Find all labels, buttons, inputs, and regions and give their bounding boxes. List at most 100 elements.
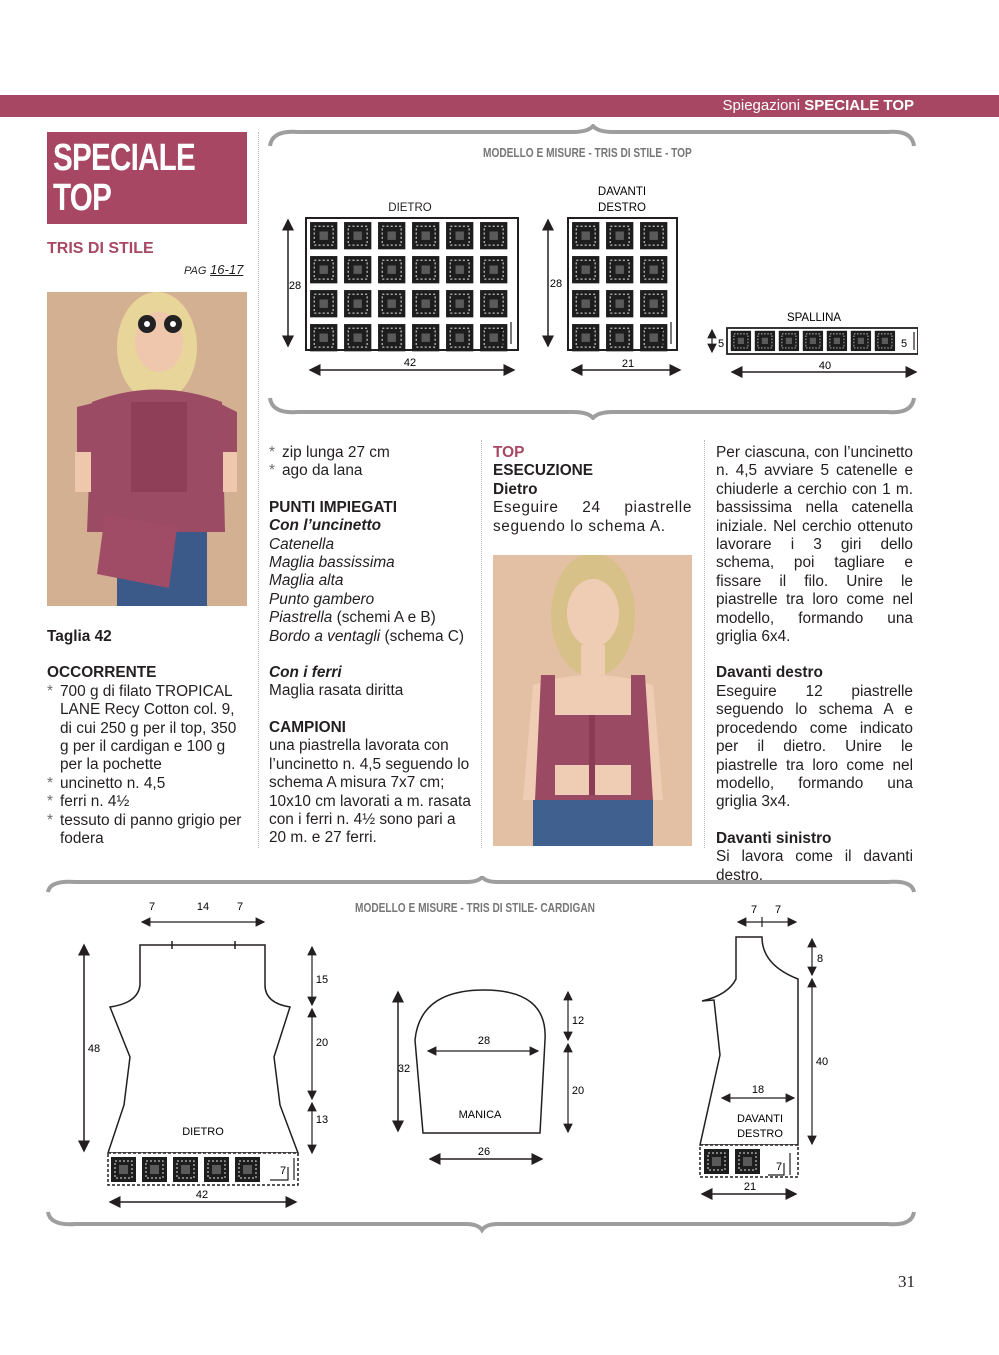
cdv-inner: 18 bbox=[752, 1084, 764, 1096]
crochet-tile bbox=[377, 289, 406, 318]
dietro-label: DIETRO bbox=[388, 202, 432, 214]
crochet-tile bbox=[110, 1156, 137, 1183]
col-materials: Taglia 42 OCCORRENTE 700 g di filato TRO… bbox=[47, 628, 249, 848]
column-divider bbox=[481, 440, 482, 848]
ferri-stitch: Maglia rasata diritta bbox=[269, 682, 404, 700]
davanti-sinistro-heading: Davanti sinistro bbox=[716, 829, 832, 847]
cd-h2: 20 bbox=[316, 1037, 328, 1049]
dietro-text: Eseguire 24 piastrelle seguendo lo schem… bbox=[493, 499, 692, 535]
crochet-tile bbox=[343, 323, 372, 352]
crochet-tile bbox=[730, 330, 752, 352]
crochet-tile bbox=[479, 221, 508, 250]
cd-h1: 15 bbox=[316, 974, 328, 986]
cdv-label-2: DESTRO bbox=[737, 1128, 783, 1140]
stitch-item: Maglia alta bbox=[269, 572, 344, 590]
cd-h-total: 48 bbox=[88, 1043, 100, 1055]
page-number: 31 bbox=[898, 1272, 915, 1291]
crochet-tile bbox=[377, 255, 406, 284]
dietro-width: 42 bbox=[404, 357, 416, 369]
col-instructions: Per ciascuna, con l’uncinetto n. 4,5 avv… bbox=[716, 444, 913, 885]
crochet-tile bbox=[639, 255, 668, 284]
cardigan-dietro-shape bbox=[106, 944, 300, 1154]
spallina-tiles bbox=[730, 330, 896, 352]
manica-label: MANICA bbox=[459, 1109, 502, 1121]
top-diagram-frame bbox=[268, 124, 916, 420]
crochet-tile bbox=[571, 289, 600, 318]
davanti-height: 28 bbox=[550, 278, 562, 290]
cdv-tile-size: 7 bbox=[776, 1161, 782, 1173]
crochet-tile bbox=[377, 221, 406, 250]
manica-top: 28 bbox=[478, 1035, 490, 1047]
crochet-tile bbox=[850, 330, 872, 352]
cdv-width: 21 bbox=[744, 1181, 756, 1193]
crochet-tile bbox=[411, 289, 440, 318]
crochet-tile bbox=[479, 255, 508, 284]
crochet-tile bbox=[639, 221, 668, 250]
cd-width: 42 bbox=[196, 1189, 208, 1201]
stitch-item: Maglia bassissima bbox=[269, 554, 395, 572]
cdv-h1: 8 bbox=[817, 953, 823, 965]
spallina-height: 5 bbox=[718, 338, 724, 350]
spallina-width: 40 bbox=[819, 360, 831, 372]
davanti-destro-heading: Davanti destro bbox=[716, 664, 823, 682]
photo-model-cardigan bbox=[47, 292, 247, 606]
crochet-tile bbox=[445, 323, 474, 352]
manica-h1: 12 bbox=[572, 1015, 584, 1027]
ferri-heading: Con i ferri bbox=[269, 664, 342, 682]
crochet-tile bbox=[605, 255, 634, 284]
material-item: uncinetto n. 4,5 bbox=[47, 775, 249, 794]
crochet-tile bbox=[411, 255, 440, 284]
crochet-tile bbox=[734, 1148, 761, 1175]
cardigan-davanti-shape bbox=[699, 936, 799, 1146]
crochet-tile bbox=[826, 330, 848, 352]
dietro-heading: Dietro bbox=[493, 480, 538, 498]
crochet-tile bbox=[377, 323, 406, 352]
crochet-tile bbox=[411, 221, 440, 250]
crochet-tile bbox=[343, 255, 372, 284]
manica-h-total: 32 bbox=[398, 1063, 410, 1075]
crochet-tile bbox=[571, 323, 600, 352]
occorrente-heading: OCCORRENTE bbox=[47, 664, 157, 682]
crochet-tile bbox=[605, 221, 634, 250]
cdv-m1: 7 bbox=[751, 904, 757, 916]
crochet-tile bbox=[571, 255, 600, 284]
cd-h3: 13 bbox=[316, 1114, 328, 1126]
crochet-tile bbox=[141, 1156, 168, 1183]
cardigan-diagram: 7 14 7 48 15 20 13 DIETRO 42 7 28 MANICA… bbox=[78, 901, 828, 1208]
campioni-text: una piastrella lavorata con l’uncinetto … bbox=[269, 737, 471, 847]
crochet-tile bbox=[874, 330, 896, 352]
material-item: tessuto di panno grigio per fodera bbox=[47, 812, 249, 849]
crochet-tile bbox=[703, 1148, 730, 1175]
crochet-tile bbox=[479, 289, 508, 318]
crochet-tile bbox=[571, 221, 600, 250]
uncinetto-heading: Con l’uncinetto bbox=[269, 517, 381, 535]
crochet-tile bbox=[802, 330, 824, 352]
crochet-tile bbox=[309, 255, 338, 284]
cd-tile-size: 7 bbox=[280, 1165, 286, 1177]
davanti-label-1: DAVANTI bbox=[598, 186, 646, 198]
spallina-tile-size: 5 bbox=[901, 338, 907, 350]
crochet-tile bbox=[234, 1156, 261, 1183]
title-line1: SPECIALE bbox=[53, 137, 196, 179]
cardigan-diagram-frame bbox=[46, 876, 916, 1234]
subtitle: TRIS DI STILE bbox=[47, 240, 154, 257]
crochet-tile bbox=[309, 289, 338, 318]
cdv-m2: 7 bbox=[775, 904, 781, 916]
col-stitches: zip lunga 27 cm ago da lana PUNTI IMPIEG… bbox=[269, 444, 471, 848]
photo-model-top bbox=[493, 555, 692, 846]
title-line2: TOP bbox=[53, 177, 112, 219]
cdv-label-1: DAVANTI bbox=[737, 1113, 783, 1125]
material-item: zip lunga 27 cm bbox=[269, 444, 471, 463]
davanti-tile-size: 7 bbox=[658, 328, 664, 340]
crochet-tile bbox=[605, 289, 634, 318]
page-title: SPECIALE TOP bbox=[47, 132, 247, 224]
stitch-item: Catenella bbox=[269, 535, 335, 553]
col-top: TOP ESECUZIONE Dietro Eseguire 24 piastr… bbox=[493, 444, 692, 536]
dietro-height: 28 bbox=[289, 280, 301, 292]
cdv-h-total: 40 bbox=[816, 1056, 828, 1068]
stitch-item: Bordo a ventagli (schema C) bbox=[269, 627, 465, 645]
crochet-tile bbox=[639, 289, 668, 318]
davanti-destro-text: Eseguire 12 piastrelle seguendo lo schem… bbox=[716, 682, 913, 811]
dietro-tile-size: 7 bbox=[498, 328, 504, 340]
top-diagram: DIETRO 28 42 7 DAVANTI DESTRO 28 21 7 SP… bbox=[282, 186, 918, 378]
